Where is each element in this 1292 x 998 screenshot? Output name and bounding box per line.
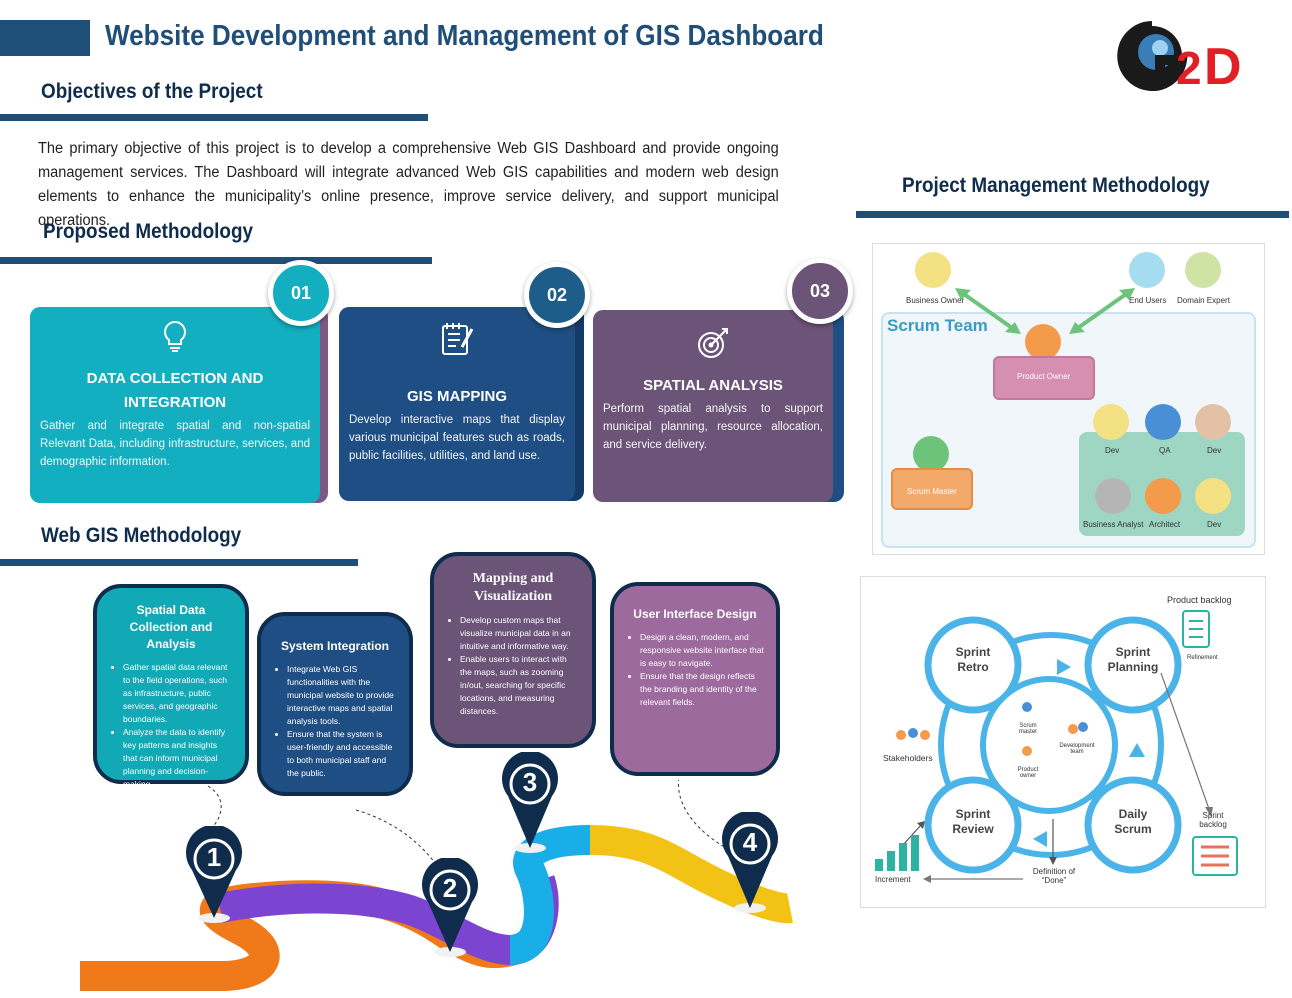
label: Product Owner <box>1017 372 1071 381</box>
sprint-review-label: Sprint Review <box>952 807 994 836</box>
development-team-label: Development team <box>1059 743 1095 755</box>
card-number-badge: 02 <box>524 262 590 328</box>
label: Architect <box>1149 520 1181 529</box>
end-users-avatar <box>1129 252 1165 288</box>
proposed-underline <box>0 257 432 264</box>
step-title: Spatial Data Collection and Analysis <box>129 603 213 651</box>
label: Business Owner <box>906 296 965 305</box>
bullet: Enable users to interact with the maps, … <box>460 653 580 718</box>
stakeholders-label: Stakeholders <box>883 753 933 763</box>
method-card-data-collection: DATA COLLECTION AND INTEGRATION Gather a… <box>30 307 320 503</box>
label: Dev <box>1207 520 1222 529</box>
pm-heading: Project Management Methodology <box>902 174 1210 197</box>
webgis-underline <box>0 559 358 566</box>
dev-avatar <box>1093 404 1129 440</box>
webgis-step-1-bubble: Spatial Data Collection and Analysis Gat… <box>93 584 249 789</box>
step-bullets: Develop custom maps that visualize munic… <box>446 614 580 718</box>
label: End Users <box>1129 296 1167 305</box>
webgis-heading: Web GIS Methodology <box>41 524 242 547</box>
bullet: Analyze the data to identify key pattern… <box>123 726 233 791</box>
pin-number: 2 <box>442 873 458 903</box>
method-card-spatial-analysis: SPATIAL ANALYSIS Perform spatial analysi… <box>593 310 833 502</box>
sprint-backlog-label: Sprint backlog <box>1199 811 1227 829</box>
daily-scrum-label: Daily Scrum <box>1114 807 1152 836</box>
scrum-team-title: Scrum Team <box>887 316 988 335</box>
svg-text:D: D <box>1204 38 1242 92</box>
dev-avatar <box>1195 478 1231 514</box>
map-pin-4-icon <box>722 812 778 913</box>
card-body: Gather and integrate spatial and non-spa… <box>40 420 310 468</box>
sprint-cycle-panel: Sprint Retro Sprint Planning Sprint Revi… <box>860 576 1266 908</box>
step-title: System Integration <box>280 639 390 653</box>
increment-label: Increment <box>875 875 911 884</box>
objectives-paragraph: The primary objective of this project is… <box>38 140 779 229</box>
method-card-gis-mapping: GIS MAPPING Develop interactive maps tha… <box>339 307 575 501</box>
card-title: SPATIAL ANALYSIS <box>643 377 783 394</box>
step-bullets: Gather spatial data relevant to the fiel… <box>109 661 233 791</box>
webgis-step-2-bubble: System Integration Integrate Web GIS fun… <box>257 612 413 796</box>
objectives-heading: Objectives of the Project <box>41 80 263 103</box>
business-owner-avatar <box>915 252 951 288</box>
lightbulb-icon <box>40 319 310 361</box>
card-body: Develop interactive maps that display va… <box>349 414 565 462</box>
sprint-retro-label: Sprint Retro <box>955 645 991 674</box>
sprint-cycle-diagram <box>875 610 1238 883</box>
product-owner-avatar <box>1025 324 1061 360</box>
bullet: Design a clean, modern, and responsive w… <box>640 631 764 670</box>
label: QA <box>1159 446 1171 455</box>
pin-number: 4 <box>742 827 758 857</box>
objectives-underline <box>0 114 428 121</box>
card-title: GIS MAPPING <box>406 388 507 405</box>
label: Business Analyst <box>1083 520 1144 529</box>
page-title: Website Development and Management of GI… <box>105 20 824 52</box>
step-bullets: Design a clean, modern, and responsive w… <box>626 631 764 709</box>
relation-arrows <box>955 288 1135 334</box>
domain-expert-avatar <box>1185 252 1221 288</box>
bullet: Ensure that the design reflects the bran… <box>640 670 764 709</box>
definition-done-label: Definition of “Done” <box>1032 867 1076 885</box>
bullet: Gather spatial data relevant to the fiel… <box>123 661 233 726</box>
product-backlog-label: Product backlog <box>1167 595 1232 605</box>
map-pin-1-icon <box>186 826 242 923</box>
pm-underline <box>856 211 1289 218</box>
map-pin-3-icon <box>502 752 558 853</box>
card-number-badge: 01 <box>268 260 334 326</box>
label: Dev <box>1105 446 1120 455</box>
label: Dev <box>1207 446 1222 455</box>
webgis-step-4-bubble: User Interface Design Design a clean, mo… <box>610 582 780 776</box>
product-owner-label: Product owner <box>1017 767 1039 779</box>
scrum-master-box <box>891 468 973 510</box>
webgis-step-3-bubble: Mapping and Visualization Develop custom… <box>430 552 596 748</box>
refinement-label: Refinement <box>1187 655 1218 661</box>
product-owner-box <box>993 356 1095 400</box>
header-accent-bar <box>0 20 90 56</box>
step-title: Mapping and Visualization <box>472 571 554 604</box>
scrum-master-label: Scrum master <box>1018 723 1038 735</box>
map-pin-2-icon <box>422 858 478 957</box>
card-title: DATA COLLECTION AND INTEGRATION <box>86 370 264 411</box>
label: Scrum Master <box>907 487 957 496</box>
step-title: User Interface Design <box>633 607 757 621</box>
bullet: Integrate Web GIS functionalities with t… <box>287 663 397 728</box>
scrum-master-avatar <box>913 436 949 472</box>
svg-text:2: 2 <box>1176 42 1202 92</box>
bullet: Ensure that the system is user-friendly … <box>287 728 397 780</box>
architect-avatar <box>1145 478 1181 514</box>
target-icon <box>603 326 823 368</box>
scrum-team-panel: Scrum Team Business Owner End Users Doma… <box>872 243 1265 555</box>
step-bullets: Integrate Web GIS functionalities with t… <box>273 663 397 780</box>
label: Domain Expert <box>1177 296 1230 305</box>
card-body: Perform spatial analysis to support muni… <box>603 403 823 451</box>
qa-avatar <box>1145 404 1181 440</box>
card-number-badge: 03 <box>787 258 853 324</box>
sprint-planning-label: Sprint Planning <box>1107 645 1159 674</box>
bullet: Develop custom maps that visualize munic… <box>460 614 580 653</box>
pin-number: 1 <box>206 842 222 872</box>
pin-number: 3 <box>522 767 538 797</box>
business-analyst-avatar <box>1095 478 1131 514</box>
checklist-icon <box>349 321 565 365</box>
company-logo: 2 D <box>1117 21 1242 92</box>
dev-avatar <box>1195 404 1231 440</box>
proposed-heading: Proposed Methodology <box>43 220 253 243</box>
